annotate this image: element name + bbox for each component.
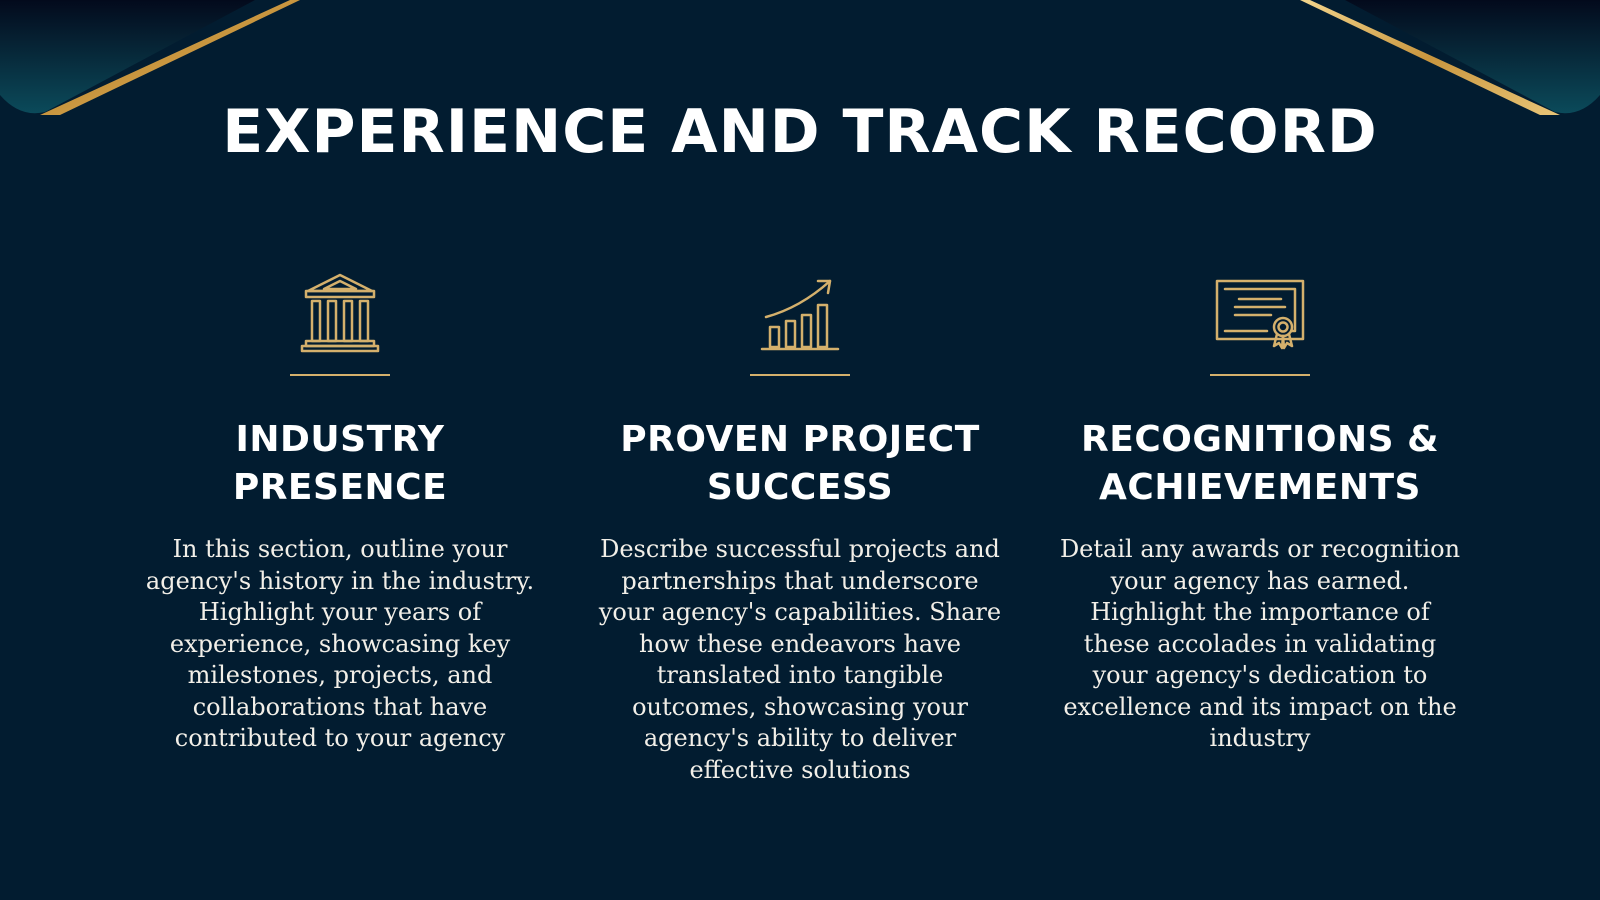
slide-title: EXPERIENCE AND TRACK RECORD [222,97,1378,167]
certificate-icon [1210,268,1310,358]
column-body-text: Detail any awards or recognition your ag… [1059,535,1461,752]
column-recognitions-achievements: RECOGNITIONS & ACHIEVEMENTS Detail any a… [1050,268,1470,755]
column-heading-line2: SUCCESS [706,467,894,508]
column-body-text: Describe successful projects and partner… [598,535,1002,784]
column-heading: RECOGNITIONS & ACHIEVEMENTS [1050,416,1470,512]
column-heading-line1: INDUSTRY [235,419,445,460]
growth-chart-icon [750,268,850,358]
gold-divider [1210,374,1310,376]
column-proven-project-success: PROVEN PROJECT SUCCESS Describe successf… [590,268,1010,786]
column-heading: PROVEN PROJECT SUCCESS [590,416,1010,512]
column-heading-line2: PRESENCE [232,467,448,508]
column-industry-presence: INDUSTRY PRESENCE In this section, outli… [130,268,550,755]
column-heading-line1: PROVEN PROJECT [620,419,980,460]
column-heading: INDUSTRY PRESENCE [130,416,550,512]
column-body-text: In this section, outline your agency's h… [145,535,535,752]
gold-divider [290,374,390,376]
bank-building-icon [290,268,390,358]
column-heading-line2: ACHIEVEMENTS [1099,467,1421,508]
column-heading-line1: RECOGNITIONS & [1081,419,1439,460]
gold-divider [750,374,850,376]
